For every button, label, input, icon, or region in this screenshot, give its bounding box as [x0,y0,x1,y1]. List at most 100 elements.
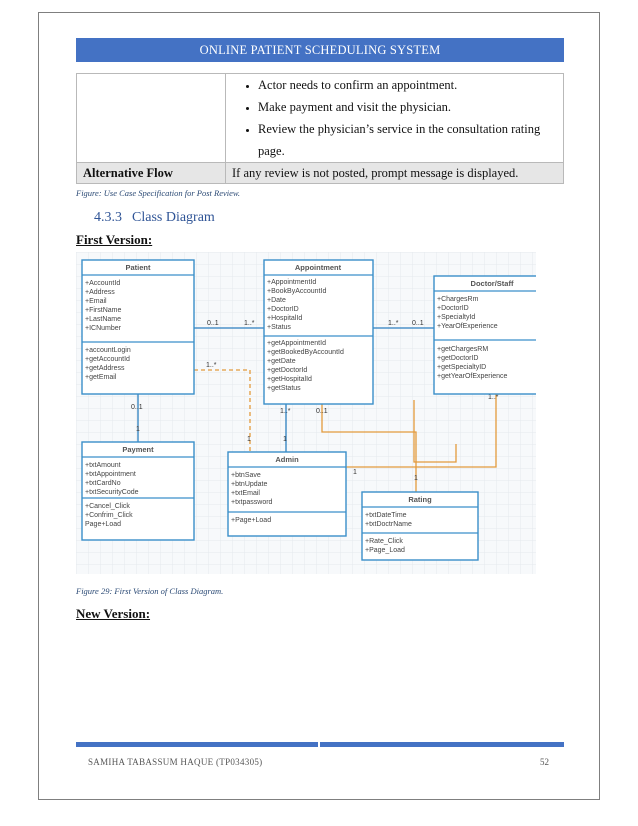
footer-rule [320,742,564,747]
class-method: +getAddress [85,365,125,372]
class-title: Admin [275,455,299,464]
class-attribute: +Address [85,289,115,296]
section-title: Class Diagram [132,210,215,225]
class-method: +getSpecialtyID [437,364,486,371]
class-attribute: +AppointmentId [267,279,316,286]
class-method: +getAccountId [85,356,130,363]
class-attribute: +txtAppointment [85,471,136,478]
class-attribute: +txtEmail [231,490,260,497]
class-method: +getYearOfExperience [437,373,507,380]
class-title: Payment [122,445,154,454]
list-item: Actor needs to confirm an appointment. [258,74,557,96]
class-patient: Patient +AccountId +Address +Email +Firs… [81,259,195,395]
first-version-label: First Version: [76,232,153,247]
class-method: +getDoctorID [437,355,478,362]
mult-label: 1 [136,426,140,433]
class-attribute: +DoctorID [437,305,469,312]
class-title: Doctor/Staff [471,279,514,288]
table-row: Alternative Flow If any review is not po… [76,162,564,184]
class-attribute: +BookByAccountId [267,288,326,295]
table-caption: Figure: Use Case Specification for Post … [76,188,241,198]
mult-label: 1 [247,436,251,443]
class-attribute: +SpecialtyId [437,314,475,321]
class-attribute: +AccountId [85,280,120,287]
mult-label: 1..* [488,394,499,401]
class-attribute: +txtpassword [231,499,273,506]
list-item: Make payment and visit the physician. [258,96,557,118]
class-attribute: +FirstName [85,307,121,314]
use-case-spec-table: Actor needs to confirm an appointment. M… [76,73,564,184]
section-heading: 4.3.3 Class Diagram [94,210,225,226]
class-attribute: +txtCardNo [85,480,121,487]
table-cell-steps: Actor needs to confirm an appointment. M… [225,73,564,163]
mult-label: 1 [353,469,357,476]
class-appointment: Appointment +AppointmentId +BookByAccoun… [263,259,374,405]
mult-label: 1 [283,436,287,443]
alt-flow-text: If any review is not posted, prompt mess… [225,162,564,184]
figure-caption: Figure 29: First Version of Class Diagra… [76,586,224,596]
page-frame [38,12,600,800]
mult-label: 1..* [244,320,255,327]
steps-list: Actor needs to confirm an appointment. M… [232,74,557,162]
class-attribute: +DoctorID [267,306,299,313]
class-method: +Page_Load [365,547,405,554]
class-attribute: +LastName [85,316,121,323]
class-attribute: +txtSecurityCode [85,489,139,496]
class-title: Appointment [295,263,342,272]
class-title: Patient [125,263,151,272]
footer-page-number: 52 [540,757,549,767]
class-method: +getDate [267,358,296,365]
mult-label: 0..1 [131,404,143,411]
table-cell-empty [76,73,226,163]
mult-label: 1..* [388,320,399,327]
mult-label: 0..1 [412,320,424,327]
list-item: Review the physician’s service in the co… [258,118,557,162]
class-attribute: +btnSave [231,472,261,479]
class-attribute: +HospitalId [267,315,302,322]
class-method: +getChargesRM [437,346,488,353]
table-row: Actor needs to confirm an appointment. M… [76,73,564,163]
assoc-doctor-admin [346,394,497,468]
section-number: 4.3.3 [94,210,122,225]
class-method: +Cancel_Click [85,503,130,510]
footer-rule [76,742,318,747]
dep-patient-admin [194,369,251,452]
class-attribute: +txtAmount [85,462,121,469]
mult-label: 1..* [280,408,291,415]
class-method: +getEmail [85,374,117,381]
header-title: ONLINE PATIENT SCHEDULING SYSTEM [199,42,441,57]
class-method: +accountLogin [85,347,131,354]
class-attribute: +txtDoctrName [365,521,412,528]
class-attribute: +btnUpdate [231,481,267,488]
class-method: +getStatus [267,385,301,392]
class-attribute: +YearOfExperience [437,323,498,330]
footer-author: SAMIHA TABASSUM HAQUE (TP034305) [88,757,263,767]
mult-label: 1 [414,475,418,482]
class-method: +Page+Load [231,517,271,524]
mult-label: 1..* [206,362,217,369]
mult-label: 0..1 [207,320,219,327]
class-attribute: +ChargesRm [437,296,479,303]
class-method: +getAppointmentId [267,340,326,347]
class-title: Rating [408,495,432,504]
class-method: +Rate_Click [365,538,403,545]
class-method: +Confrim_Click [85,512,133,519]
class-attribute: +ICNumber [85,325,122,332]
class-diagram-svg: 0..1 1..* 1..* 0..1 0..1 1 1..* 1 1..* 1… [76,252,536,574]
alt-flow-label: Alternative Flow [76,162,226,184]
class-payment: Payment +txtAmount +txtAppointment +txtC… [81,441,195,541]
class-method: Page+Load [85,521,121,528]
class-method: +getBookedByAccountId [267,349,344,356]
class-attribute: +Date [267,297,286,304]
class-method: +getHospitalId [267,376,312,383]
class-diagram: 0..1 1..* 1..* 0..1 0..1 1 1..* 1 1..* 1… [76,252,536,574]
mult-label: 0..1 [316,408,328,415]
connector-doctor-rating [413,400,457,463]
class-attribute: +txtDateTime [365,512,407,519]
new-version-label: New Version: [76,606,151,621]
class-method: +getDoctorId [267,367,307,374]
class-doctor-staff: Doctor/Staff +ChargesRm +DoctorID +Speci… [433,275,536,395]
class-attribute: +Email [85,298,107,305]
class-rating: Rating +txtDateTime +txtDoctrName +Rate_… [361,491,479,561]
class-attribute: +Status [267,324,291,331]
